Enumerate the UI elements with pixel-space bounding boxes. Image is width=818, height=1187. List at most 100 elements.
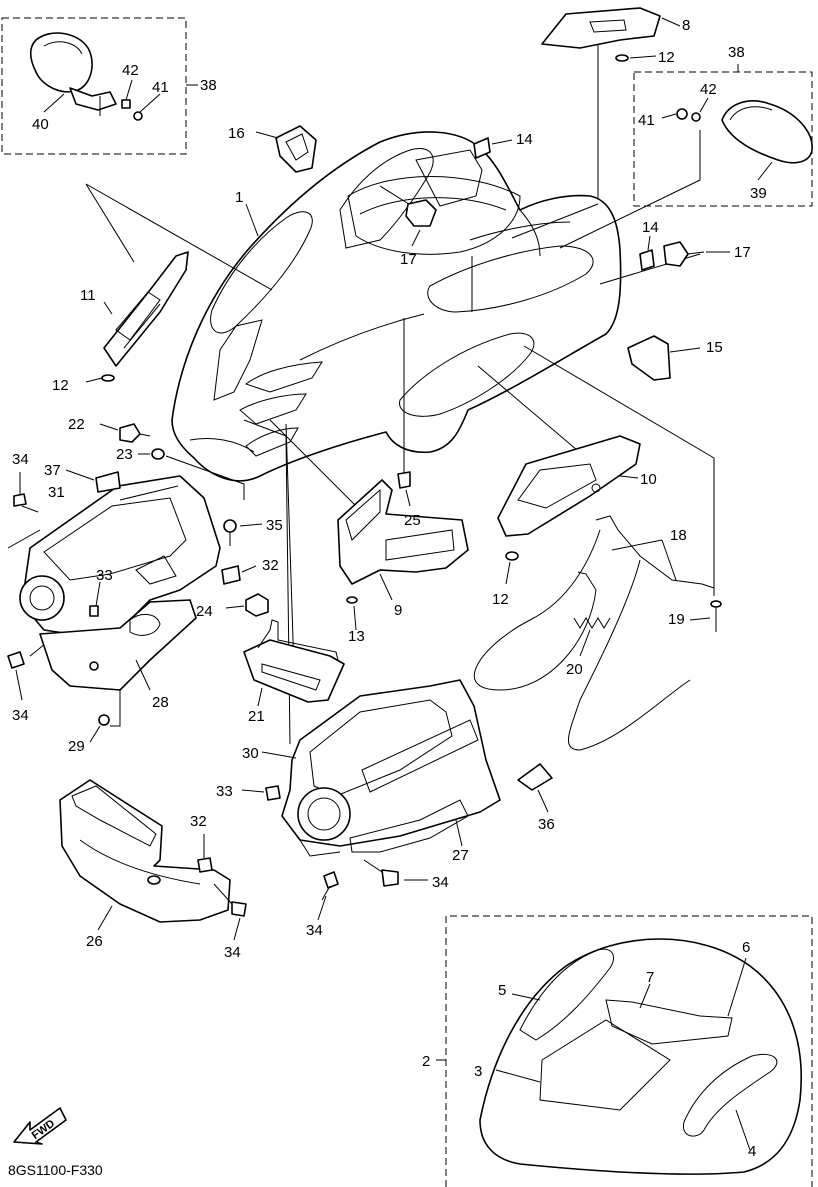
callout-42b: 42 [700, 81, 717, 98]
panel-27 [349, 799, 469, 853]
callout-16: 16 [228, 125, 245, 142]
callout-12a: 12 [52, 377, 69, 394]
nut-24 [225, 593, 269, 617]
pin-19 [689, 600, 722, 632]
grommet-29 [89, 714, 110, 743]
callout-33b: 33 [216, 783, 233, 800]
callout-34c: 34 [306, 922, 323, 939]
clip-33a [95, 581, 101, 607]
callout-35: 35 [266, 517, 283, 534]
callout-27: 27 [452, 847, 469, 864]
callout-labels: 1 2 3 4 5 6 7 8 9 10 11 12 12 12 13 14 1… [12, 17, 767, 1160]
mirror-39 [721, 100, 813, 164]
main-cowling-1 [171, 131, 622, 482]
callout-34b: 34 [12, 707, 29, 724]
callout-14a: 14 [516, 131, 533, 148]
callout-26: 26 [86, 933, 103, 950]
right-mirror-assembly [633, 64, 813, 207]
cover-16 [255, 125, 317, 173]
cowling-assembly-2 [436, 915, 813, 1187]
callout-39: 39 [750, 185, 767, 202]
callout-11: 11 [80, 287, 96, 304]
screw-34c [317, 871, 339, 921]
callout-37: 37 [44, 462, 61, 479]
clip-32b [197, 834, 213, 873]
screw-17b [663, 241, 730, 267]
callout-22: 22 [68, 416, 85, 433]
callout-34a: 34 [12, 451, 29, 468]
callout-38a: 38 [200, 77, 217, 94]
screw-17a [379, 185, 437, 247]
callout-42a: 42 [122, 62, 139, 79]
callout-38b: 38 [728, 44, 745, 61]
spring-20 [573, 617, 611, 657]
screw-34d [363, 859, 428, 887]
grommet-12c [505, 551, 519, 585]
clip-14a [473, 137, 513, 159]
screw-34b [7, 651, 25, 701]
callout-8: 8 [682, 17, 690, 34]
side-cover-30 [261, 679, 501, 857]
callout-41b: 41 [638, 112, 655, 129]
bracket-21 [243, 619, 345, 707]
callout-36: 36 [538, 816, 555, 833]
cover-15 [627, 335, 701, 381]
clip-14b [639, 235, 655, 271]
callout-24: 24 [196, 603, 213, 620]
clip-37 [65, 469, 121, 493]
panel-11 [85, 251, 189, 383]
callout-19: 19 [668, 611, 685, 628]
screw-34a [13, 472, 39, 513]
callout-18: 18 [670, 527, 687, 544]
leader-lines [7, 130, 715, 745]
callout-33a: 33 [96, 567, 113, 584]
callout-15: 15 [706, 339, 723, 356]
clip-32a [221, 565, 257, 585]
callout-14b: 14 [642, 219, 659, 236]
callout-21: 21 [248, 708, 265, 725]
callout-41a: 41 [152, 79, 169, 96]
lower-panel-26 [59, 779, 231, 931]
callout-25: 25 [404, 512, 421, 529]
cowl-opening [347, 176, 521, 255]
callout-17a: 17 [400, 251, 417, 268]
bracket-8 [541, 7, 681, 204]
left-mirror-assembly [1, 17, 198, 155]
callout-9: 9 [394, 602, 402, 619]
grommet-23 [138, 448, 165, 460]
callout-10: 10 [640, 471, 657, 488]
callout-17b: 17 [734, 244, 751, 261]
callout-13: 13 [348, 628, 365, 645]
diagram-code: 8GS1100-F330 [8, 1162, 103, 1178]
callout-23: 23 [116, 446, 133, 463]
callout-28: 28 [152, 694, 169, 711]
callout-4: 4 [748, 1143, 756, 1160]
callout-34d: 34 [432, 874, 449, 891]
side-panel-31 [19, 475, 221, 637]
screw-35 [223, 519, 263, 546]
cable-18 [473, 515, 715, 751]
callout-5: 5 [498, 982, 506, 999]
bolt-22 [99, 423, 151, 443]
callout-12b: 12 [658, 49, 675, 66]
callout-7: 7 [646, 969, 654, 986]
callout-32a: 32 [262, 557, 279, 574]
callout-6: 6 [742, 939, 750, 956]
screw-34e [213, 883, 247, 941]
callout-20: 20 [566, 661, 583, 678]
callout-31: 31 [48, 484, 65, 501]
callout-32b: 32 [190, 813, 207, 830]
clip-25 [397, 471, 411, 507]
callout-40: 40 [32, 116, 49, 133]
callout-30: 30 [242, 745, 259, 762]
callout-2: 2 [422, 1053, 430, 1070]
callout-3: 3 [474, 1063, 482, 1080]
cover-36 [517, 763, 553, 813]
panel-9 [337, 479, 469, 631]
forward-arrow-icon: FWD [13, 1107, 67, 1145]
clip-33b [241, 785, 281, 801]
panel-10 [497, 435, 641, 537]
panel-28 [39, 599, 197, 691]
callout-29: 29 [68, 738, 85, 755]
